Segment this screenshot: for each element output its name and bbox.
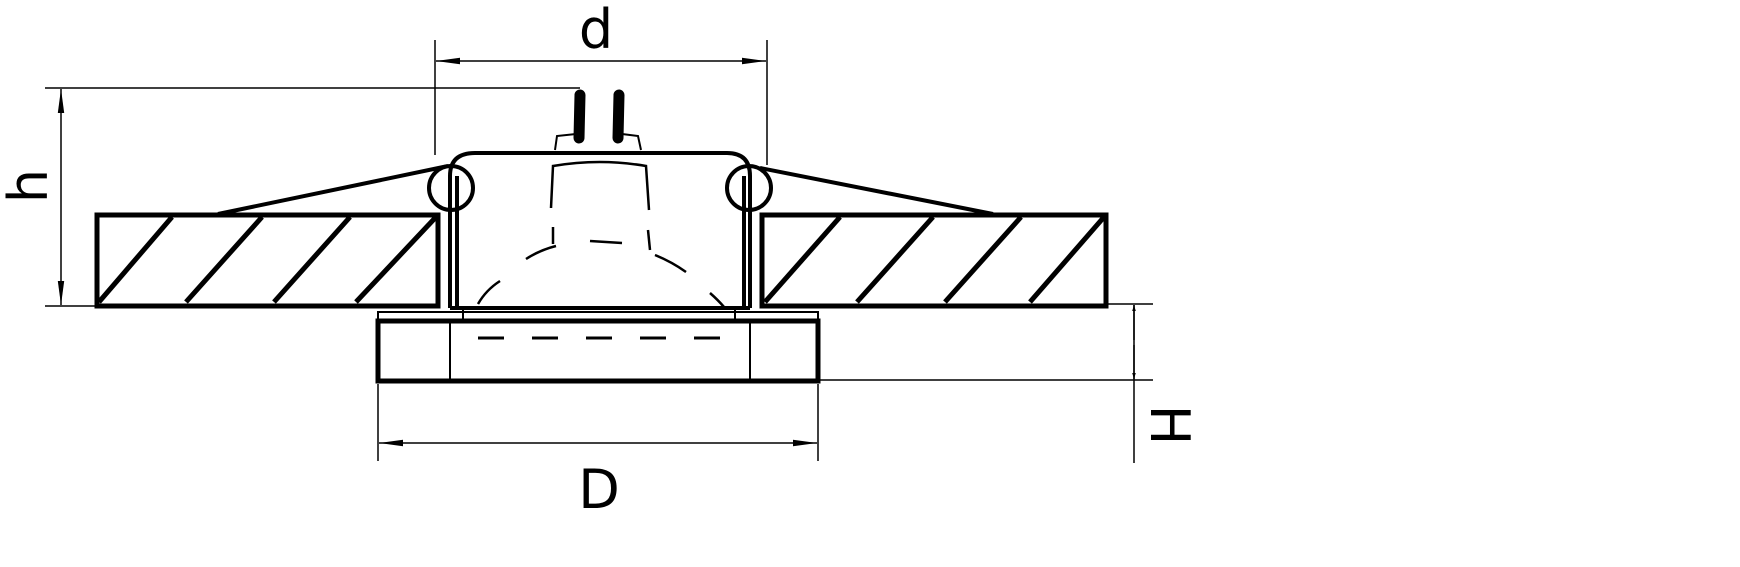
lamp-outline: [462, 160, 735, 310]
ceiling-slab-left: [94, 212, 441, 309]
label-h: h: [0, 169, 60, 203]
label-H: H: [1138, 405, 1201, 446]
dimension-D: [377, 384, 819, 461]
dimension-h: [45, 87, 580, 307]
dimension-d: [434, 40, 768, 165]
spring-clips: [217, 164, 994, 216]
decorative-ring: [375, 306, 821, 384]
lamp-pins: [554, 89, 642, 151]
label-D: D: [578, 458, 620, 521]
ceiling-slab-right: [759, 212, 1109, 309]
dimension-H: [820, 303, 1153, 463]
label-d: d: [579, 0, 613, 61]
